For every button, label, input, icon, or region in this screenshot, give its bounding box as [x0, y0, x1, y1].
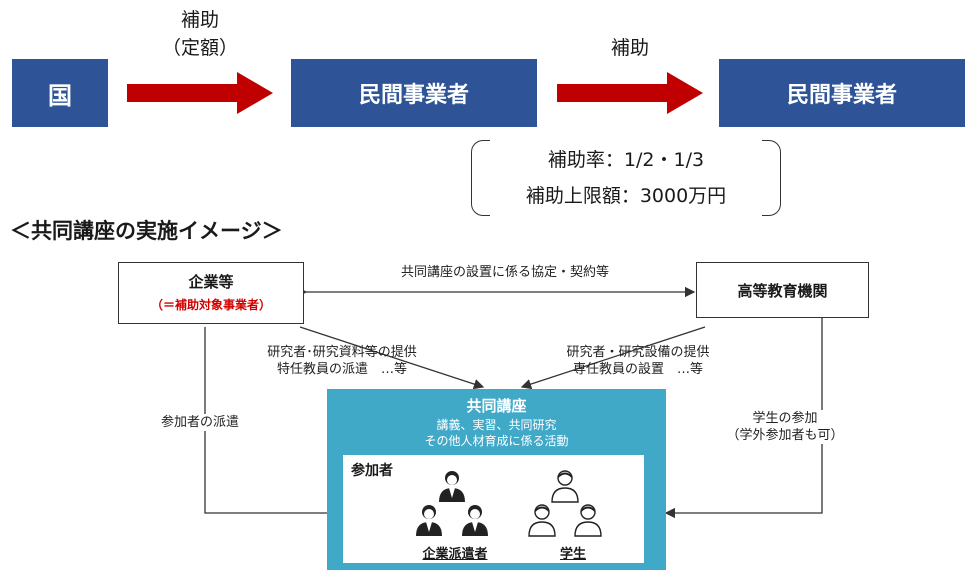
subsidy-limit: 補助上限額：3000万円 [525, 185, 727, 207]
company-person-icon [462, 505, 488, 536]
bracket-right [762, 140, 781, 216]
arrow1-label-line1: 補助 [180, 9, 219, 31]
bracket-left [471, 140, 490, 216]
arrow1-label: 補助 （定額） [140, 6, 260, 62]
arrow1-label-line2: （定額） [161, 37, 238, 59]
private-business-box-1: 民間事業者 [291, 59, 537, 127]
subsidy-terms: 補助率：1/2・1/3 補助上限額：3000万円 [471, 140, 781, 216]
university-provision: 研究者・研究設備の提供 専任教員の設置 …等 [528, 344, 748, 378]
company-dispatched-label: 企業派遣者 [422, 547, 488, 562]
private-business-label-2: 民間事業者 [786, 83, 897, 108]
subsidy-arrow-1 [127, 72, 273, 114]
students-label: 学生 [559, 547, 586, 562]
university-provision-line2: 専任教員の設置 …等 [572, 362, 703, 377]
participants-panel: 参加者 [343, 455, 644, 563]
dispatch-participants-label: 参加者の派遣 [140, 414, 260, 431]
country-label: 国 [48, 81, 72, 110]
joint-course-desc-line2: その他人材育成に係る活動 [424, 434, 569, 448]
section-heading: ＜共同講座の実施イメージ＞ [10, 219, 283, 243]
agreement-label: 共同講座の設置に係る協定・契約等 [400, 265, 609, 280]
joint-course-box: 共同講座 講義、実習、共同研究 その他人材育成に係る活動 参加者 [327, 389, 666, 570]
company-person-icon [439, 471, 465, 502]
company-provision-line2: 特任教員の派遣 …等 [276, 362, 407, 377]
university-provision-line1: 研究者・研究設備の提供 [566, 345, 710, 360]
participants-label: 参加者 [351, 463, 393, 479]
arrow2-label: 補助 [610, 37, 649, 59]
subsidy-rate: 補助率：1/2・1/3 [547, 149, 705, 171]
country-box: 国 [12, 59, 108, 127]
university-title: 高等教育機関 [737, 281, 828, 300]
company-provision: 研究者･研究資料等の提供 特任教員の派遣 …等 [232, 344, 452, 378]
student-person-icon [551, 470, 579, 503]
subsidy-arrow-2 [557, 72, 703, 114]
joint-course-desc-line1: 講義、実習、共同研究 [436, 418, 557, 432]
student-participation-line2: （学外参加者も可） [726, 428, 844, 443]
student-participation-label: 学生の参加 （学外参加者も可） [715, 410, 855, 444]
company-box: 企業等 （＝補助対象事業者） [118, 262, 304, 324]
company-title: 企業等 [188, 273, 234, 291]
company-provision-line1: 研究者･研究資料等の提供 [267, 345, 417, 360]
student-person-icon [528, 504, 556, 537]
private-business-box-2: 民間事業者 [719, 59, 965, 127]
joint-course-title: 共同講座 [466, 397, 527, 415]
company-subtitle: （＝補助対象事業者） [150, 298, 271, 312]
company-person-icon [416, 505, 442, 536]
student-person-icon [574, 504, 602, 537]
private-business-label-1: 民間事業者 [358, 83, 469, 108]
student-participation-line1: 学生の参加 [752, 411, 818, 426]
university-box: 高等教育機関 [696, 262, 869, 318]
